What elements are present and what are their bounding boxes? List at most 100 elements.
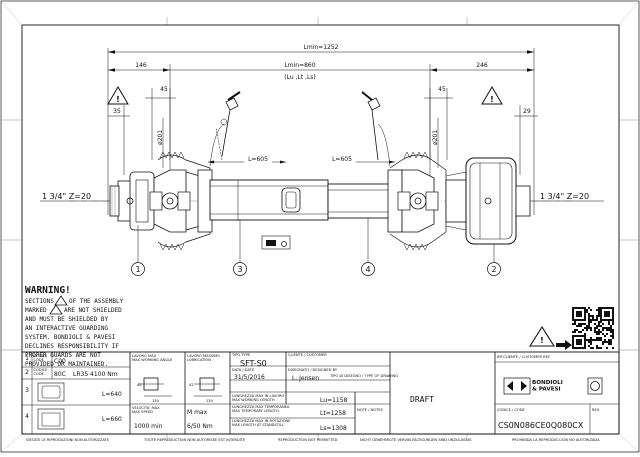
left-end-dim: 146	[135, 62, 147, 69]
tube-left-length: L=605	[248, 156, 268, 163]
right-offset-label: 29	[523, 108, 531, 115]
arrow-right-icon	[556, 340, 572, 350]
callout-markers: 1 3 4 2	[131, 262, 501, 276]
parts-row-code: 80C	[54, 371, 66, 378]
joint-angle-icon: 42 130	[189, 377, 222, 403]
len-trans-value: Lt=1258	[320, 410, 346, 417]
warning-triangle-icon: !	[107, 86, 129, 105]
warning-line: AN INTERACTIVE GUARDING	[25, 325, 108, 332]
middle-length-sub: (Lu ,Lt ,Ls)	[284, 74, 316, 81]
joint-angle-icon: 42 130	[137, 377, 172, 403]
brand-name: BONDIOLI& PAVESI	[532, 380, 563, 392]
warning-line: ARE NOT SHIELDED	[64, 307, 122, 314]
callout-label: 1	[135, 265, 140, 274]
type-value: SFT-S0	[240, 359, 267, 368]
speed-value: 1000 min	[134, 423, 163, 430]
dim-a-value: 130	[152, 399, 160, 403]
callout-circle	[487, 262, 501, 276]
right-diameter-label: ø201	[432, 130, 439, 145]
footer: VIETATE LE RIPRODUZIONI NON AUTORIZZATE …	[26, 437, 600, 442]
footer-notice: REPRODUCTION NOT PERMITTED	[278, 438, 338, 442]
client-label: CLIENTE / CUSTOMER	[288, 353, 327, 357]
dim-b-value: 130	[206, 399, 214, 403]
warning-line: MARKED	[25, 307, 47, 314]
notes-label: NOTE / NOTES	[357, 408, 383, 412]
right-end-dim: 246	[476, 62, 488, 69]
footer-notice: TOUTE REPRODUCTION NON AUTORISEE EST INT…	[143, 438, 246, 442]
date-value: 31/5/2016	[234, 374, 265, 381]
callout-circle	[131, 262, 145, 276]
parts-row-num: 4	[25, 413, 29, 420]
warning-line: PROVIDED OR MAINTAINED.	[25, 361, 108, 368]
middle-length-label: Lmin=860	[284, 62, 315, 69]
warning-triangle-icon	[49, 304, 63, 315]
warning-line: AND MUST BE SHIELDED BY	[25, 316, 108, 323]
parts-row-num: 3	[25, 387, 29, 394]
callout-circle	[361, 262, 375, 276]
parts-row-desc: L=660	[102, 416, 122, 423]
footer-notice: PROHIBIDA LA REPRODUCCION NO AUTORIZADA	[512, 438, 600, 442]
parts-row-num: 2	[25, 369, 29, 376]
callout-label: 2	[491, 265, 496, 274]
type-label: TIPO-TYPE	[231, 353, 251, 357]
left-diameter-label: ø201	[157, 130, 164, 145]
tube-right-length: L=605	[332, 156, 352, 163]
warning-line: DECLINES RESPONSIBILITY IF	[25, 343, 119, 350]
warning-line: OF THE ASSEMBLY	[69, 298, 124, 305]
right-angle-label: 45	[438, 86, 446, 93]
client-ref-label: RIF.CLIENTE / CUSTOMER REF.	[497, 355, 551, 359]
warning-line: PROPER GUARDS ARE NOT	[25, 352, 101, 359]
dimension-lines: Lmin=1252 Lmin=860 (Lu ,Lt ,Ls) 146 246 …	[40, 44, 604, 215]
left-angle-label: 45	[160, 86, 168, 93]
callout-label: 3	[237, 265, 242, 274]
warning-triangle-icon: !	[481, 86, 503, 105]
rev-label: REV.	[592, 408, 600, 412]
footer-notice: NICHT GENEHMIGTE VERVIELFÄLTIGUNGEN SIND…	[360, 437, 472, 442]
overall-length-label: Lmin=1252	[304, 44, 339, 51]
date-label: DATA / DATE	[232, 368, 255, 372]
svg-text:!: !	[540, 336, 544, 345]
angle-b-value: 42	[189, 383, 194, 387]
warning-line: SECTIONS	[25, 298, 54, 305]
callout-label: 4	[365, 265, 370, 274]
drawing-type-label: TIPO DI DISEGNO / TYPE OF DRAWING	[329, 374, 398, 378]
torque-value: 6/50 Nm	[187, 423, 213, 430]
right-spline-label: 1 3/4" Z=20	[540, 192, 589, 201]
draft-label: DRAFT	[410, 395, 434, 404]
svg-text:!: !	[490, 95, 494, 104]
angle-a-value: 42	[137, 383, 142, 387]
left-offset-label: 35	[113, 108, 121, 115]
parts-row-desc: LR35 4100 Nm	[73, 371, 118, 378]
len-work-value: Lu=1158	[320, 397, 348, 404]
driveline-drawing	[70, 91, 575, 262]
parts-row-desc: L=640	[102, 391, 122, 398]
profile-section-icon	[37, 408, 65, 430]
drawn-value: L. Jensen	[292, 375, 319, 382]
warning-triangle-icon	[54, 295, 68, 306]
warning-title: WARNING!	[25, 285, 71, 296]
footer-notice: VIETATE LE RIPRODUZIONI NON AUTORIZZATE	[26, 438, 110, 442]
drawn-label: DISEGNATO / DESIGNED BY	[288, 368, 338, 372]
torque-label: M max	[187, 409, 208, 416]
code-label: CODICE / CODE	[497, 408, 526, 412]
warning-triangle-icon: !	[529, 325, 555, 347]
svg-text:!: !	[116, 95, 120, 104]
warning-block: WARNING! SECTIONS OF THE ASSEMBLY MARKED…	[25, 285, 124, 368]
bondioli-pavesi-logo: BONDIOLI& PAVESI	[503, 377, 603, 395]
warning-line: SYSTEM. BONDIOLI & PAVESI	[25, 334, 116, 341]
callout-circle	[233, 262, 247, 276]
left-spline-label: 1 3/4" Z=20	[42, 192, 91, 201]
parts-row-num: 1	[25, 355, 29, 362]
